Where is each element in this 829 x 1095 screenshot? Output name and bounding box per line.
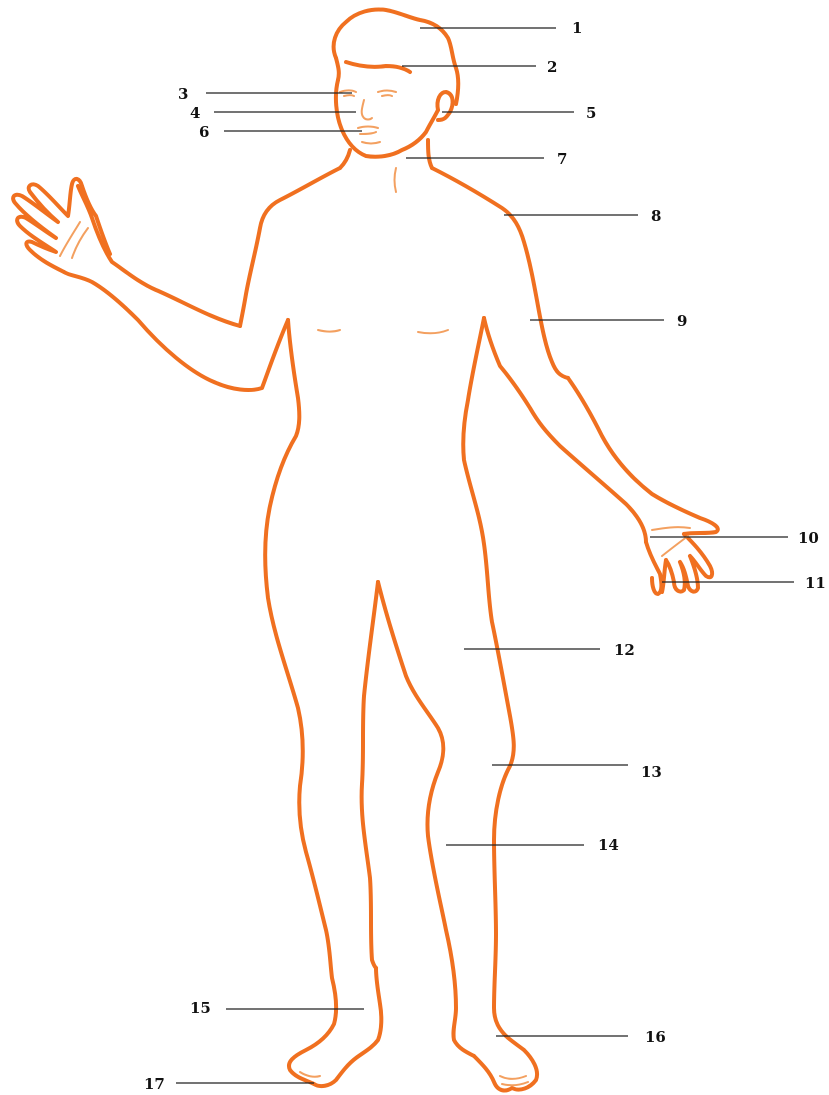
label-4: 4 [190, 104, 200, 122]
label-11: 11 [805, 574, 826, 592]
leader-14: 14 [446, 836, 619, 854]
label-6: 6 [199, 123, 209, 141]
leader-3: 3 [178, 85, 352, 103]
nose [362, 100, 372, 120]
label-5: 5 [586, 104, 596, 122]
neck-line [395, 168, 397, 192]
leader-9: 9 [530, 312, 687, 330]
left-inner-leg [362, 582, 378, 968]
ear-outline [437, 92, 452, 120]
leader-2: 2 [402, 58, 557, 76]
leader-5: 5 [442, 104, 596, 122]
raised-arm-inner [64, 272, 288, 390]
leader-10: 10 [650, 529, 819, 547]
chin-crease [362, 142, 380, 144]
right-shoulder [432, 168, 568, 378]
label-3: 3 [178, 85, 188, 103]
leader-12: 12 [464, 641, 635, 659]
left-toes-detail [300, 1072, 320, 1077]
label-15: 15 [190, 999, 211, 1017]
right-torso-side [463, 318, 514, 1036]
label-7: 7 [557, 150, 567, 168]
neck-right [428, 140, 432, 168]
leader-4: 4 [190, 104, 356, 122]
label-8: 8 [651, 207, 661, 225]
left-foot [314, 968, 381, 1086]
label-9: 9 [677, 312, 687, 330]
human-outline [13, 10, 718, 1091]
right-inner-leg [378, 582, 474, 1056]
label-1: 1 [572, 19, 582, 37]
label-17: 17 [144, 1075, 165, 1093]
raised-palm-creases [60, 222, 88, 258]
leader-6: 6 [199, 123, 362, 141]
right-palm-creases [652, 527, 690, 556]
mouth [358, 127, 378, 135]
raised-arm-outer [78, 186, 240, 326]
left-shoulder [240, 168, 340, 326]
right-arm-inner [484, 318, 646, 542]
leader-13: 13 [492, 763, 662, 781]
leader-17: 17 [144, 1075, 314, 1093]
label-13: 13 [641, 763, 662, 781]
hairline-outline [336, 58, 410, 80]
label-14: 14 [598, 836, 619, 854]
label-2: 2 [547, 58, 557, 76]
left-torso-side [265, 320, 336, 1084]
right-chest-line [418, 330, 448, 333]
right-eye [378, 91, 396, 97]
label-16: 16 [645, 1028, 666, 1046]
leader-8: 8 [504, 207, 661, 225]
right-arm-outer [568, 378, 718, 534]
leader-16: 16 [496, 1028, 666, 1046]
right-toes-detail [500, 1076, 528, 1085]
label-10: 10 [798, 529, 819, 547]
label-12: 12 [614, 641, 635, 659]
left-chest-line [318, 330, 340, 332]
neck-left [340, 150, 350, 168]
